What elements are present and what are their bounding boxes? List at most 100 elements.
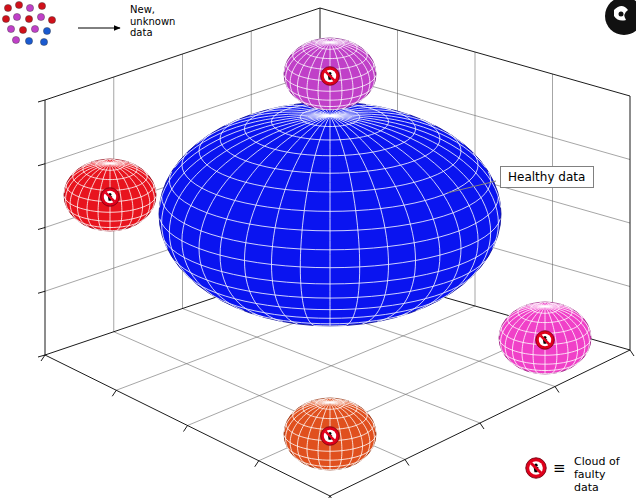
axis-tick — [330, 496, 334, 498]
cloud-grid — [330, 38, 335, 42]
cloud-grid — [545, 305, 573, 309]
cloud-grid — [330, 398, 335, 402]
cloud-grid — [182, 116, 330, 299]
cloud-grid — [330, 116, 478, 299]
fault-symbol — [101, 188, 120, 207]
cloud-grid — [330, 402, 368, 414]
data-dot — [25, 15, 32, 22]
data-arrow — [78, 28, 120, 29]
logo — [605, 0, 636, 35]
fault-symbol — [321, 427, 340, 446]
axis-tick — [38, 228, 45, 230]
callout-text: Healthy data — [508, 170, 586, 184]
cloud-grid — [545, 303, 557, 306]
cloud-surface — [159, 102, 501, 326]
cloud-grid — [330, 116, 501, 208]
cloud-grid — [199, 116, 330, 311]
fault-symbol — [321, 67, 340, 86]
axis-edge — [630, 96, 631, 350]
cloud-surface — [64, 159, 156, 231]
cloud-grid — [330, 116, 331, 326]
cloud-grid — [300, 116, 330, 326]
data-dot — [37, 13, 44, 20]
cloud-grid — [330, 114, 464, 144]
axis-tick — [38, 291, 45, 293]
data-dot — [31, 25, 38, 32]
axis-tick — [326, 496, 330, 498]
cloud-grid — [330, 39, 342, 42]
axis-tick — [41, 355, 45, 361]
data-dot — [15, 1, 22, 8]
cloud-grid — [110, 160, 122, 163]
faulty-cloud — [499, 302, 591, 374]
cloud-grid — [245, 116, 331, 322]
axis-tick — [480, 423, 484, 429]
leader-line — [447, 181, 496, 193]
data-dot — [48, 16, 55, 23]
cloud-grid — [330, 42, 368, 54]
data-dot — [25, 37, 32, 44]
cloud-grid — [330, 401, 358, 405]
data-dot — [7, 25, 14, 32]
axis-tick — [405, 460, 409, 466]
cloud-grid — [330, 116, 416, 322]
cloud-grid — [330, 41, 358, 45]
faulty-cloud — [64, 159, 156, 231]
cloud-grid — [330, 112, 435, 125]
equiv-sign: ≡ — [553, 460, 569, 477]
fault-symbol — [536, 331, 555, 350]
healthy-cloud — [159, 102, 501, 326]
data-dot — [26, 4, 33, 11]
axis-tick — [255, 461, 259, 467]
cloud-grid — [545, 302, 550, 306]
cloud-grid — [330, 116, 388, 324]
axis-tick — [555, 387, 559, 393]
axis-edge — [45, 8, 320, 100]
cloud-grid — [330, 399, 342, 402]
cloud-grid — [330, 110, 410, 116]
cloud-surface — [499, 302, 591, 374]
data-clouds — [64, 38, 591, 470]
cloud-grid — [545, 306, 591, 336]
callout-box: Healthy data — [500, 166, 594, 188]
cloud-grid — [110, 162, 138, 166]
faulty-cloud — [284, 38, 376, 110]
data-dot — [2, 15, 9, 22]
cloud-grid — [330, 402, 376, 432]
cloud-grid — [110, 159, 115, 163]
cloud-grid — [330, 116, 491, 279]
cloud-grid — [545, 306, 583, 318]
data-dot — [12, 36, 19, 43]
axis-tick — [630, 350, 634, 356]
axis-tick — [38, 164, 45, 166]
legend-symbol — [526, 458, 546, 478]
cloud-grid — [330, 116, 440, 317]
grid-line — [552, 74, 553, 328]
cloud-grid — [330, 42, 376, 72]
cloud-grid — [330, 116, 498, 249]
cloud-grid — [110, 163, 148, 175]
legend-entry: Cloud of faulty data — [574, 455, 632, 495]
axis-tick — [38, 100, 45, 102]
new-data-dots — [2, 1, 55, 45]
data-note: New, unknown data — [130, 4, 190, 39]
faulty-cloud — [284, 398, 376, 470]
data-dot — [19, 26, 26, 33]
data-dot — [4, 4, 11, 11]
data-dot — [13, 13, 20, 20]
data-dot — [43, 27, 50, 34]
cloud-surface — [284, 38, 376, 110]
data-dot — [40, 38, 47, 45]
cloud-grid — [330, 116, 461, 311]
data-dot — [38, 2, 45, 9]
axis-tick — [112, 390, 116, 396]
legend-text: Cloud of faulty data — [574, 455, 632, 495]
cloud-grid — [272, 116, 330, 324]
axes-box — [38, 8, 634, 498]
cloud-grid — [330, 115, 486, 167]
cloud-grid — [110, 163, 156, 193]
cloud-grid — [220, 116, 330, 317]
axis-tick — [184, 426, 188, 432]
cloud-surface — [284, 398, 376, 470]
